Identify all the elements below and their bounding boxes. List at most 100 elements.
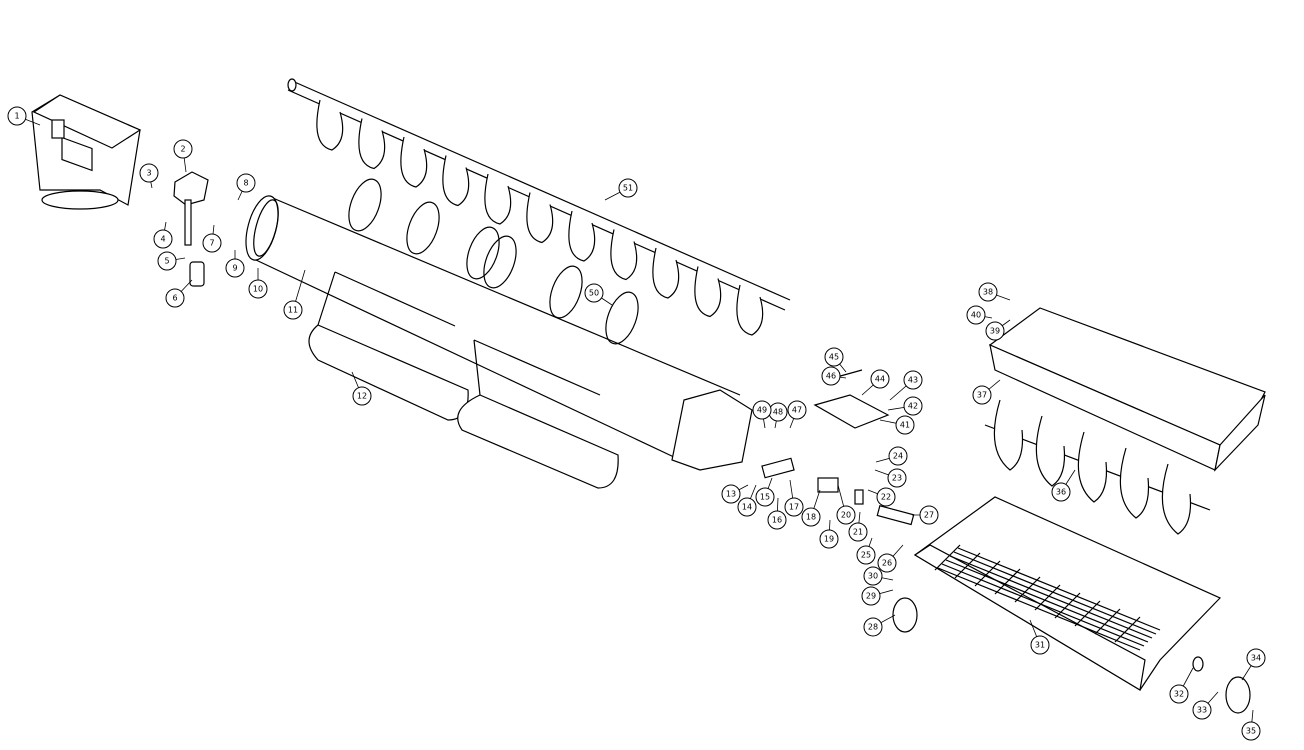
hopper-grate: [913, 496, 1222, 691]
callout-number: 25: [861, 551, 871, 560]
callout-number: 4: [160, 235, 165, 244]
callout-47: 47: [787, 400, 807, 420]
auger-flight: [358, 118, 386, 170]
callout-number: 27: [924, 511, 934, 520]
callout-number: 22: [881, 493, 891, 502]
callout-number: 29: [866, 592, 876, 601]
callout-number: 48: [773, 408, 783, 417]
callout-5: 5: [157, 251, 177, 271]
callout-39: 39: [985, 321, 1005, 341]
callout-number: 30: [868, 572, 878, 581]
callout-number: 11: [288, 306, 298, 315]
callout-number: 3: [146, 169, 151, 178]
callout-51: 51: [618, 178, 638, 198]
callout-number: 37: [977, 391, 987, 400]
callout-number: 18: [806, 513, 816, 522]
callout-number: 8: [243, 179, 248, 188]
gearbox: [173, 171, 209, 287]
auger-flight: [400, 136, 428, 188]
cover-plate: [813, 394, 890, 429]
callout-number: 20: [841, 511, 851, 520]
auger-flight: [526, 192, 554, 244]
callout-37: 37: [972, 385, 992, 405]
callout-19: 19: [819, 529, 839, 549]
callout-number: 2: [180, 145, 185, 154]
callout-number: 45: [829, 353, 839, 362]
callout-8: 8: [236, 173, 256, 193]
callout-50: 50: [584, 283, 604, 303]
callout-9: 9: [225, 258, 245, 278]
callout-33: 33: [1192, 700, 1212, 720]
callout-number: 38: [983, 288, 993, 297]
callout-17: 17: [784, 497, 804, 517]
callout-1: 1: [7, 106, 27, 126]
small-hardware: [761, 457, 915, 526]
callout-40: 40: [966, 305, 986, 325]
trough-covers: [308, 271, 619, 489]
callout-30: 30: [863, 566, 883, 586]
callout-number: 26: [882, 559, 892, 568]
callout-number: 31: [1035, 641, 1045, 650]
auger-flight: [652, 247, 680, 299]
callout-number: 33: [1197, 706, 1207, 715]
hopper-auger: [984, 399, 1211, 535]
callout-number: 49: [757, 406, 767, 415]
callout-number: 41: [900, 421, 910, 430]
callout-number: 21: [853, 528, 863, 537]
callout-number: 51: [623, 184, 633, 193]
callout-12: 12: [352, 386, 372, 406]
auger-flight: [1119, 447, 1150, 519]
callout-number: 15: [760, 493, 770, 502]
callout-35: 35: [1241, 721, 1261, 741]
callout-25: 25: [856, 545, 876, 565]
callout-number: 19: [824, 535, 834, 544]
callout-34: 34: [1246, 648, 1266, 668]
callout-23: 23: [887, 468, 907, 488]
callout-14: 14: [737, 497, 757, 517]
auger-flight: [442, 155, 470, 207]
callout-48: 48: [768, 402, 788, 422]
callout-number: 13: [726, 490, 736, 499]
callout-number: 23: [892, 474, 902, 483]
callout-number: 1: [14, 112, 19, 121]
callout-number: 24: [893, 452, 903, 461]
ring: [549, 265, 583, 319]
callout-number: 47: [792, 406, 802, 415]
callout-27: 27: [919, 505, 939, 525]
ring: [605, 291, 639, 345]
callout-number: 14: [742, 503, 752, 512]
ring: [406, 201, 440, 255]
callout-number: 46: [826, 372, 836, 381]
callout-number: 10: [253, 285, 263, 294]
callout-number: 35: [1246, 727, 1256, 736]
callout-20: 20: [836, 505, 856, 525]
callout-number: 17: [789, 503, 799, 512]
auger-flight: [1077, 431, 1108, 503]
callout-number: 7: [209, 239, 214, 248]
callout-13: 13: [721, 484, 741, 504]
ring: [466, 226, 500, 280]
callout-44: 44: [870, 369, 890, 389]
callout-6: 6: [165, 288, 185, 308]
callout-32: 32: [1169, 684, 1189, 704]
callout-number: 34: [1251, 654, 1261, 663]
auger-flight: [568, 210, 596, 262]
auger-flight: [316, 99, 344, 151]
wheel: [1225, 676, 1251, 714]
callout-46: 46: [821, 366, 841, 386]
callout-number: 42: [908, 402, 918, 411]
callout-21: 21: [848, 522, 868, 542]
callout-49: 49: [752, 400, 772, 420]
callout-number: 39: [990, 327, 1000, 336]
callout-4: 4: [153, 229, 173, 249]
callout-3: 3: [139, 163, 159, 183]
tube-rings: [348, 178, 639, 345]
ring: [348, 178, 382, 232]
callout-number: 28: [868, 623, 878, 632]
callout-number: 44: [875, 375, 885, 384]
callout-11: 11: [283, 300, 303, 320]
callout-number: 36: [1056, 488, 1066, 497]
auger-tube: [245, 195, 753, 471]
callout-42: 42: [903, 396, 923, 416]
